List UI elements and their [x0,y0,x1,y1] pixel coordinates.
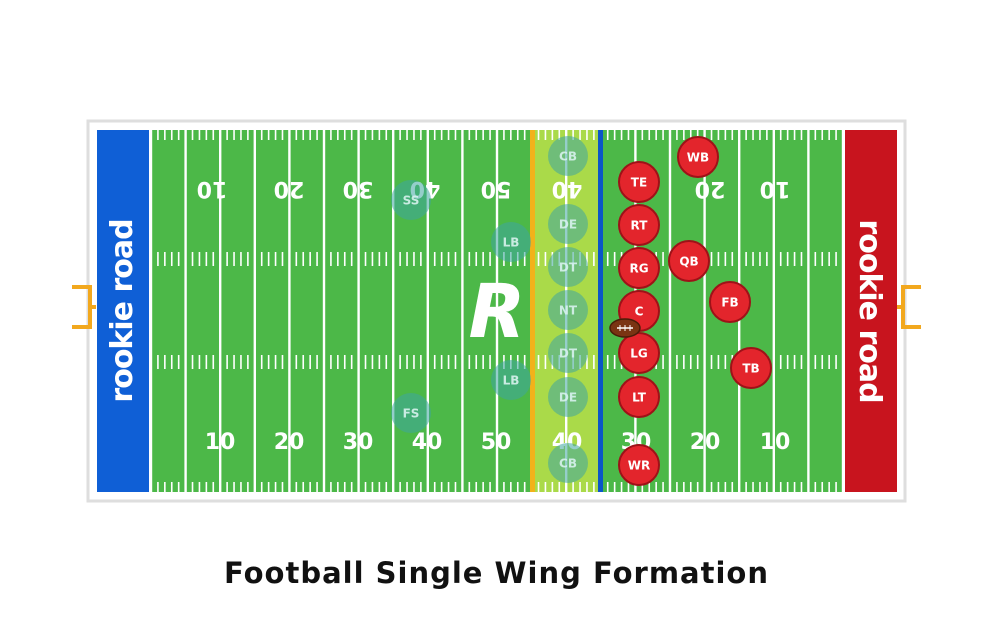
players: CB SS DE LB DT NT DT LB FS DE CB WB TE RT QB RG FB C LG TB L… [391,136,772,486]
offense-player-qb: QB [668,240,710,282]
yard-number: 10 [760,176,791,201]
defense-player-de: DE [548,204,588,244]
yard-number: 20 [274,430,305,455]
defense-player-fs: FS [391,393,431,433]
yard-number: 40 [552,176,583,201]
football-icon [609,318,641,338]
offense-player-wb: WB [677,136,719,178]
line-of-scrimmage [598,130,603,492]
defense-player-lb: LB [491,360,531,400]
first-down-line [530,130,535,492]
yard-number: 10 [197,176,228,201]
yard-number: 10 [760,430,791,455]
defense-player-de: DE [548,377,588,417]
yard-number: 30 [343,430,374,455]
player-label: RG [629,262,648,276]
player-label: LB [503,236,520,250]
player-marker [491,222,531,262]
player-label: DE [559,391,577,405]
player-label: RT [631,219,649,233]
right-endzone [845,130,897,492]
offense-player-tb: TB [730,347,772,389]
player-marker [618,247,660,289]
player-label: TE [631,176,647,190]
player-marker [391,393,431,433]
yard-number: 40 [412,430,443,455]
yard-number: 30 [343,176,374,201]
player-label: WR [628,459,650,473]
yard-number: 20 [695,176,726,201]
left-goalpost [72,285,96,329]
player-marker [548,204,588,244]
player-label: SS [403,194,420,208]
defense-player-dt: DT [548,247,588,287]
player-marker [548,247,588,287]
defense-player-dt: DT [548,333,588,373]
yard-number: 50 [481,430,512,455]
player-marker [618,332,660,374]
defense-player-cb: CB [548,443,588,483]
player-marker [730,347,772,389]
right-endzone-brand: rookie road [852,219,887,402]
player-marker [677,136,719,178]
center-logo: R [469,269,526,355]
player-marker [709,281,751,323]
player-marker [548,333,588,373]
player-label: FS [403,407,420,421]
top-yard-numbers: 1020304050402010 [197,176,791,201]
offense-player-fb: FB [709,281,751,323]
yard-number: 50 [481,176,512,201]
player-label: QB [679,255,698,269]
defense-player-ss: SS [391,180,431,220]
player-marker [548,290,588,330]
player-marker [618,204,660,246]
offense-player-wr: WR [618,444,660,486]
player-label: LB [503,374,520,388]
player-marker [618,444,660,486]
player-label: C [635,305,644,319]
player-marker [391,180,431,220]
player-marker [548,136,588,176]
yard-number: 10 [205,430,236,455]
player-label: LT [632,391,647,405]
player-marker [548,377,588,417]
player-marker [618,161,660,203]
player-label: TB [742,362,759,376]
player-label: CB [559,457,577,471]
left-endzone-brand: rookie road [105,219,140,402]
player-marker [618,376,660,418]
player-label: NT [559,304,578,318]
offense-player-rt: RT [618,204,660,246]
right-goalpost [897,285,921,329]
player-label: DE [559,218,577,232]
offense-player-lg: LG [618,332,660,374]
player-label: WB [687,151,709,165]
player-label: CB [559,150,577,164]
defense-player-cb: CB [548,136,588,176]
defense-player-lb: LB [491,222,531,262]
player-marker [491,360,531,400]
left-endzone [97,130,149,492]
offense-player-lt: LT [618,376,660,418]
player-label: DT [559,261,578,275]
offense-player-rg: RG [618,247,660,289]
yard-number: 20 [274,176,305,201]
defense-player-nt: NT [548,290,588,330]
player-label: FB [721,296,738,310]
yard-number: 20 [690,430,721,455]
diagram-title: Football Single Wing Formation [223,556,770,590]
player-marker [668,240,710,282]
hash-marks [157,130,837,492]
player-label: LG [630,347,648,361]
player-marker [548,443,588,483]
offense-player-te: TE [618,161,660,203]
player-label: DT [559,347,578,361]
